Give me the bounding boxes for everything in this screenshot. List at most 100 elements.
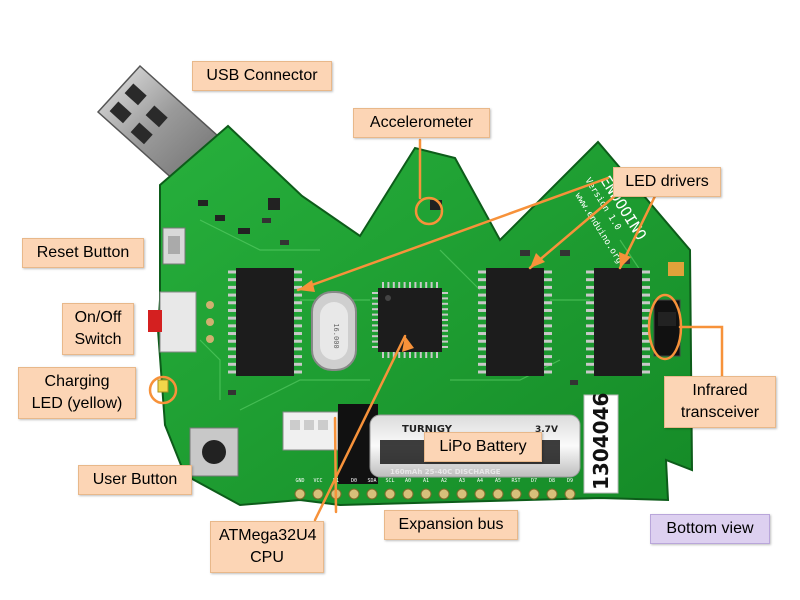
chip-pin [478,332,486,336]
usb-connector-label: USB Connector [192,61,332,91]
chip-pin [403,282,406,288]
chip-pin [372,340,378,343]
chip-pin [442,324,448,327]
expansion-pin-label: A2 [441,478,447,484]
chip-pin [478,355,486,359]
chip-pin [294,355,302,359]
chip-pin [228,285,236,289]
chip-pin [436,282,438,288]
expansion-pin-label: D8 [549,478,555,484]
chip-pin [372,319,378,321]
chip-pin [294,332,302,336]
chip-pin [228,270,236,274]
chip-pin [442,346,448,348]
cpu-chip [378,288,442,352]
chip-pin [387,352,390,358]
expansion-pin-a5 [492,488,504,500]
led-driver-chip-2 [486,268,544,376]
expansion-pin-a2 [438,488,450,500]
chip-pin [478,278,486,282]
chip-pin [387,282,390,288]
chip-pin [478,270,486,274]
chip-pin [586,270,594,274]
chip-pin [392,282,395,288]
chip-pin [544,355,552,359]
expansion-pin-label: SCL [385,478,394,484]
chip-pin [642,301,650,305]
chip-pin [430,352,433,358]
chip-pin [586,301,594,305]
chip-pin [642,332,650,336]
chip-pin [228,293,236,297]
chip-pin [642,316,650,320]
chip-pin [544,285,552,289]
chip-pin [478,370,486,374]
chip-pin [228,355,236,359]
chip-pin [544,270,552,274]
infrared-transceiver-label: Infrared transceiver [664,376,776,428]
arrowheads [298,252,631,352]
led-drivers-label: LED drivers [613,167,721,197]
chip-pin [478,347,486,351]
expansion-pin-label: GND [295,478,304,484]
crystal: 16.000 [311,291,357,371]
led-driver-arrow-3 [618,188,660,270]
chip-pin [409,282,411,288]
chip-pin [642,324,650,328]
chip-pin [294,370,302,374]
chip-pin [442,319,448,321]
charging-led-component [157,379,169,393]
chip-pin [409,352,411,358]
chip-pin [425,352,428,358]
chip-pin [294,278,302,282]
chip-pin [294,316,302,320]
led-driver-arrowhead-3 [619,252,631,268]
chip-pin [642,347,650,351]
chip-pin [228,332,236,336]
chip-pin [478,285,486,289]
chip-pin [642,293,650,297]
expansion-pin-label: A3 [459,478,465,484]
chip-pin [414,282,417,288]
chip-pin [586,316,594,320]
chip-pin [544,308,552,312]
chip-pin [544,347,552,351]
chip-pins [228,270,650,374]
accelerometer-highlight [414,196,444,226]
chip-pin [228,301,236,305]
chip-pin [544,362,552,366]
expansion-pin-d9 [564,488,576,500]
chip-pin [478,301,486,305]
chip-pin [430,282,433,288]
expansion-pin-a4 [474,488,486,500]
cpu-arrowhead [402,336,414,352]
chip-pin [372,308,378,311]
chip-pin [294,301,302,305]
chip-pin [544,293,552,297]
atmega-cpu-label: ATMega32U4 CPU [210,521,324,573]
chip-pin [544,370,552,374]
chip-pin [586,308,594,312]
infrared-transceiver-component [653,299,681,357]
chip-pin [586,355,594,359]
led-driver-arrow-1 [296,176,610,292]
chip-pin [442,292,448,294]
chip-pin [425,282,428,288]
chip-pin [372,335,378,338]
chip-pin [228,370,236,374]
usb-plug [96,64,220,184]
expansion-pin-label: A4 [477,478,483,484]
chip-pin [478,324,486,328]
chip-pin [372,297,378,300]
chip-pin [586,285,594,289]
expansion-pin-label: A0 [405,478,411,484]
expansion-pin-label: SDA [367,478,376,484]
chip-pin [478,362,486,366]
on-off-switch-label: On/Off Switch [62,303,134,355]
chip-pin [642,285,650,289]
expansion-pin-vcc [312,488,324,500]
reset-button-component [162,227,186,265]
serial-sticker-text: 1304046 [589,393,613,490]
chip-pin [586,332,594,336]
